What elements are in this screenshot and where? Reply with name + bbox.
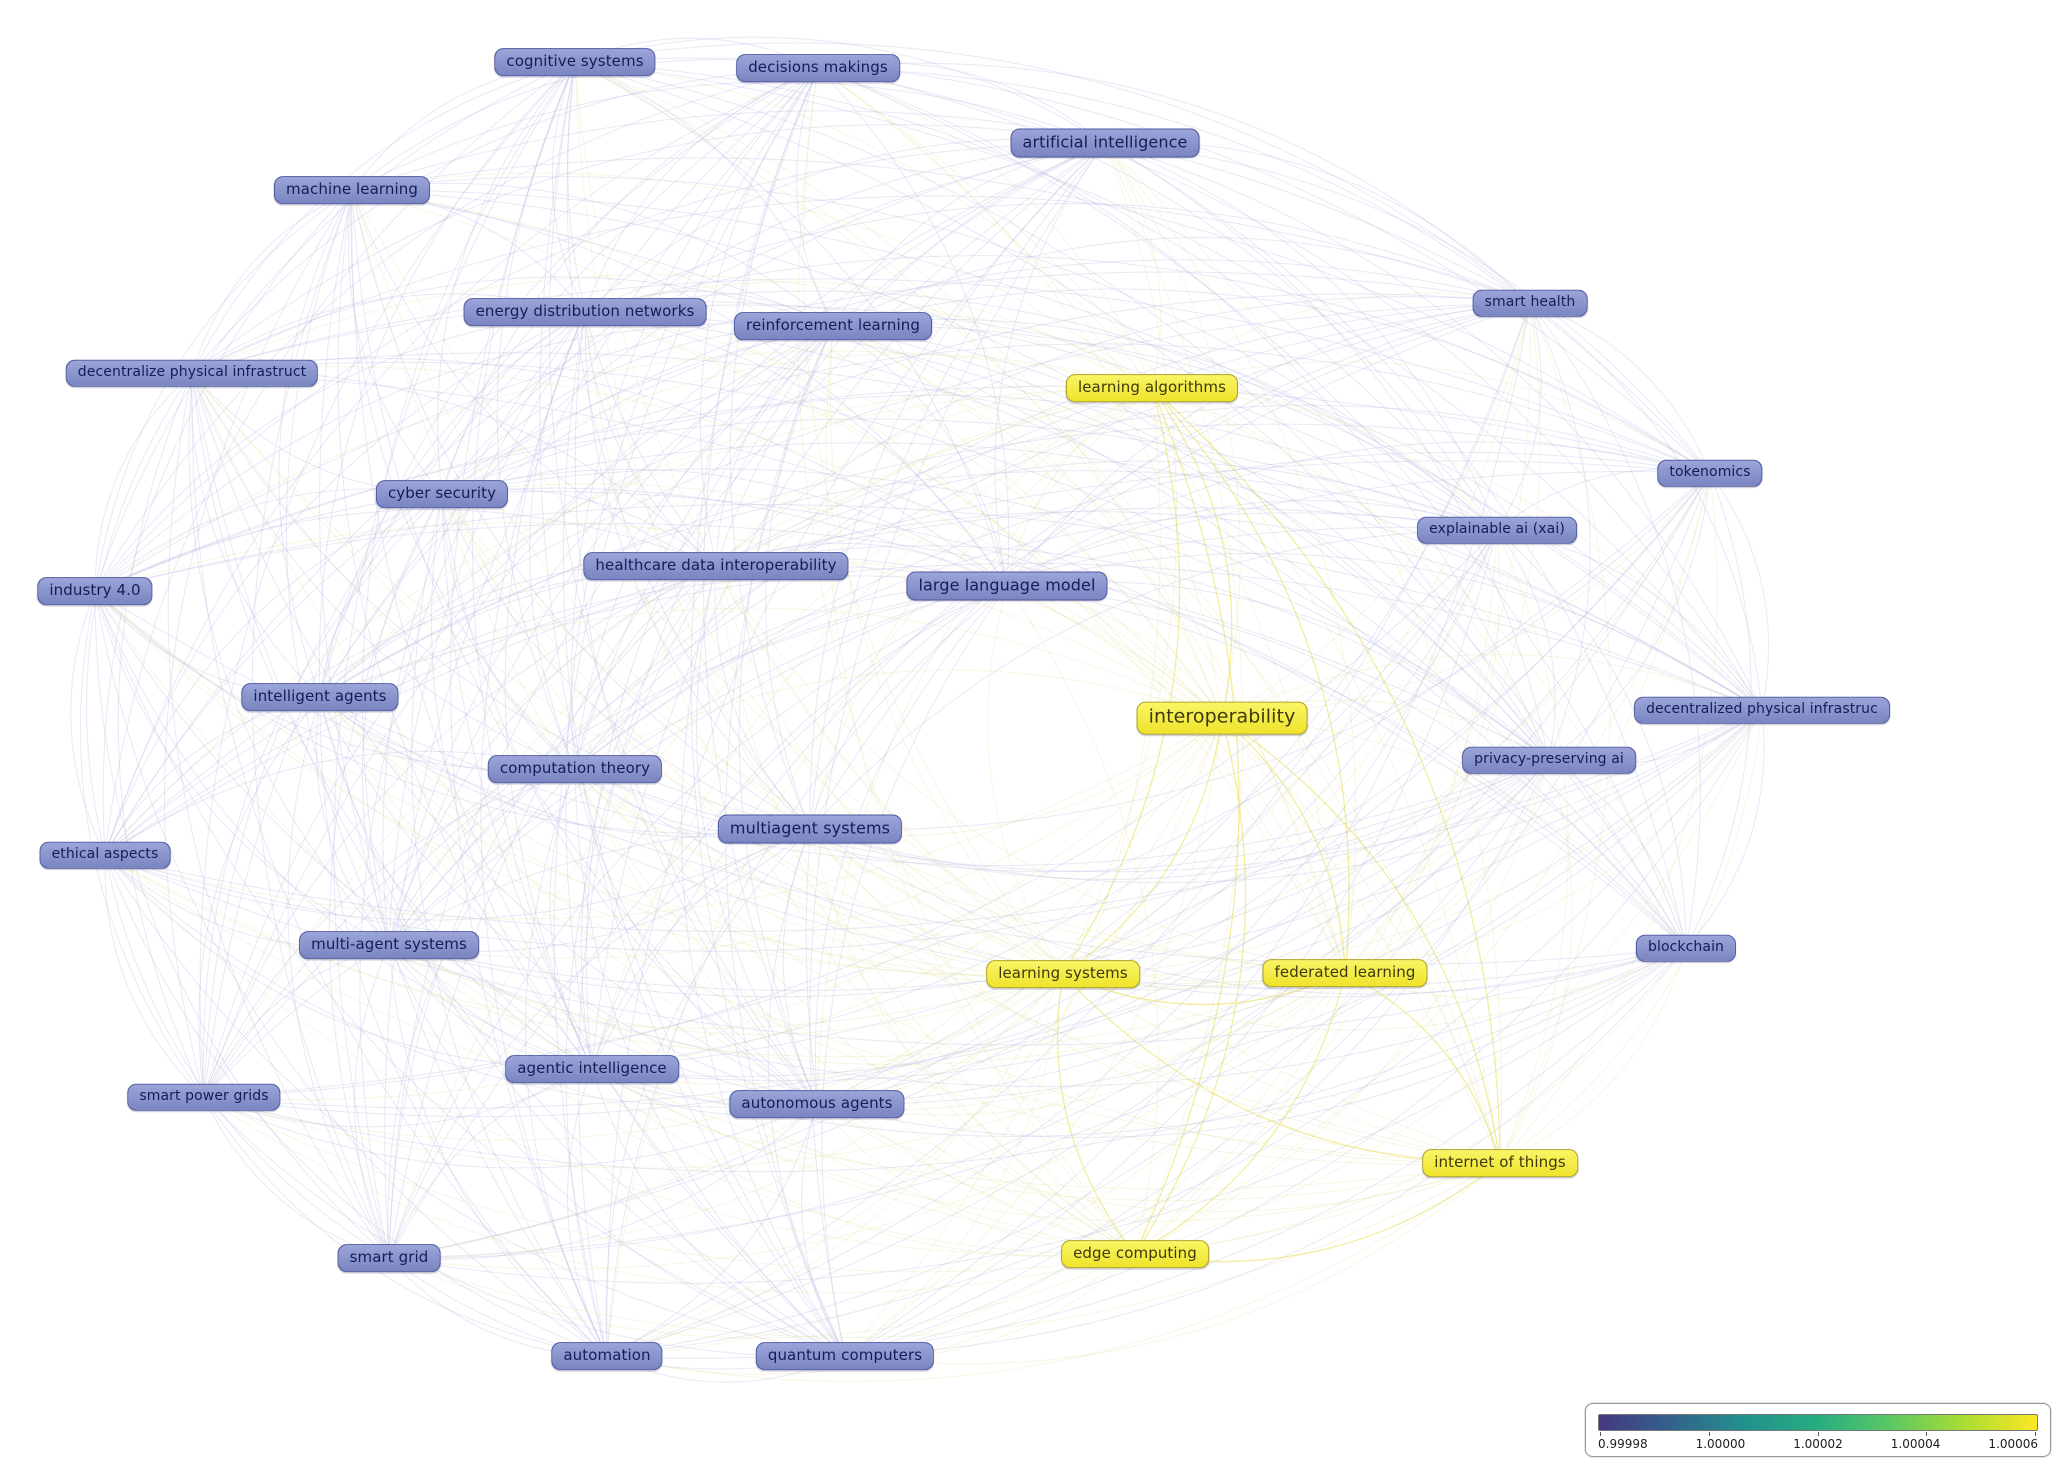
node-edge-computing[interactable]: edge computing [1061, 1240, 1209, 1268]
node-autonomous-agents[interactable]: autonomous agents [729, 1090, 905, 1118]
legend-tick: 1.00006 [1988, 1437, 2038, 1451]
node-large-language-model[interactable]: large language model [906, 571, 1108, 601]
node-decentralized-physical-infrastruc[interactable]: decentralized physical infrastruc [1634, 696, 1890, 724]
node-decisions-makings[interactable]: decisions makings [736, 54, 900, 82]
legend-tick: 1.00004 [1890, 1437, 1941, 1451]
node-smart-grid[interactable]: smart grid [337, 1244, 441, 1272]
node-decentralize-physical-infrastruct[interactable]: decentralize physical infrastruct [65, 359, 319, 387]
node-cognitive-systems[interactable]: cognitive systems [494, 48, 656, 76]
node-quantum-computers[interactable]: quantum computers [755, 1342, 935, 1370]
node-computation-theory[interactable]: computation theory [487, 755, 663, 783]
node-privacy-preserving-ai[interactable]: privacy-preserving ai [1462, 746, 1636, 774]
node-artificial-intelligence[interactable]: artificial intelligence [1010, 128, 1200, 158]
node-learning-systems[interactable]: learning systems [986, 960, 1140, 988]
legend-tickmarks [1598, 1432, 2038, 1436]
node-reinforcement-learning[interactable]: reinforcement learning [734, 312, 932, 340]
legend-tick-labels: 0.99998 1.00000 1.00002 1.00004 1.00006 [1598, 1437, 2038, 1451]
node-automation[interactable]: automation [551, 1342, 663, 1370]
node-industry-4-0[interactable]: industry 4.0 [37, 577, 153, 605]
node-blockchain[interactable]: blockchain [1635, 934, 1737, 962]
node-federated-learning[interactable]: federated learning [1262, 959, 1428, 987]
node-healthcare-data-interoperability[interactable]: healthcare data interoperability [583, 552, 849, 580]
node-machine-learning[interactable]: machine learning [273, 176, 431, 204]
node-ethical-aspects[interactable]: ethical aspects [39, 841, 171, 869]
node-learning-algorithms[interactable]: learning algorithms [1065, 374, 1239, 402]
legend-gradient-bar [1598, 1414, 2038, 1431]
node-interoperability[interactable]: interoperability [1136, 701, 1308, 735]
legend-tick: 0.99998 [1598, 1437, 1648, 1451]
node-internet-of-things[interactable]: internet of things [1422, 1149, 1578, 1177]
node-energy-distribution-networks[interactable]: energy distribution networks [463, 298, 707, 326]
node-smart-power-grids[interactable]: smart power grids [127, 1083, 281, 1111]
node-intelligent-agents[interactable]: intelligent agents [241, 683, 399, 711]
node-multi-agent-systems[interactable]: multi-agent systems [299, 931, 479, 959]
legend-tick: 1.00000 [1695, 1437, 1746, 1451]
legend-tick: 1.00002 [1793, 1437, 1843, 1451]
node-cyber-security[interactable]: cyber security [375, 480, 509, 508]
node-explainable-ai-xai[interactable]: explainable ai (xai) [1417, 516, 1577, 544]
color-legend: 0.99998 1.00000 1.00002 1.00004 1.00006 [1585, 1403, 2051, 1457]
node-multiagent-systems[interactable]: multiagent systems [717, 814, 903, 844]
node-smart-health[interactable]: smart health [1472, 289, 1588, 317]
node-agentic-intelligence[interactable]: agentic intelligence [505, 1055, 679, 1083]
node-tokenomics[interactable]: tokenomics [1657, 459, 1763, 487]
